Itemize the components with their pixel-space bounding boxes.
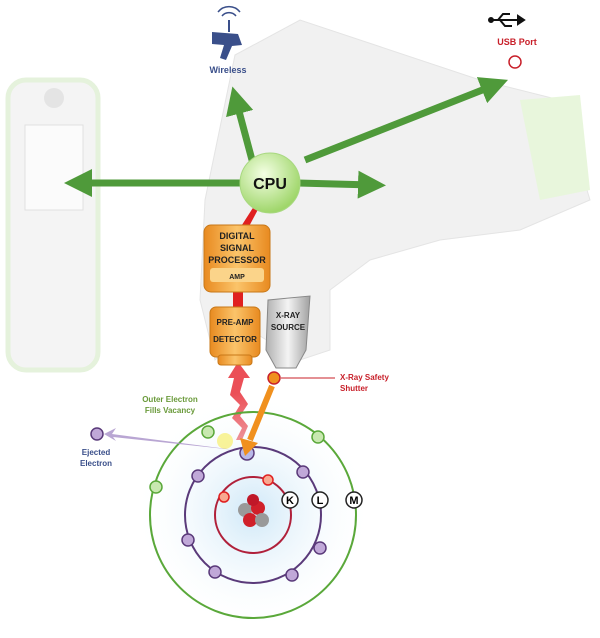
usb-port-label: USB Port — [497, 37, 537, 47]
detector-label: DETECTOR — [213, 335, 257, 344]
outer-electron-label-1: Outer Electron — [142, 395, 198, 404]
m-electrons — [149, 425, 325, 494]
dsp-label-1: DIGITAL — [219, 231, 255, 241]
nucleus — [238, 494, 269, 527]
xray-beam — [247, 384, 275, 442]
ejected-label-1: Ejected — [82, 448, 111, 457]
xray-label-2: SOURCE — [271, 323, 306, 332]
usb-icon — [488, 13, 526, 27]
xray-beam-head — [240, 438, 258, 456]
k-electrons — [218, 474, 274, 503]
shell-m-label: M — [349, 495, 358, 507]
arrow-to-handle — [297, 170, 386, 199]
preamp-label: PRE-AMP — [217, 318, 255, 327]
fluorescence-flash — [217, 433, 233, 449]
l-electrons — [181, 445, 327, 582]
orbit-k — [214, 476, 292, 554]
wireless-antenna-icon — [212, 5, 242, 60]
wireless-label: Wireless — [210, 65, 247, 75]
cpu-label: CPU — [253, 176, 287, 193]
digital-signal-processor: DIGITAL SIGNAL PROCESSOR AMP — [203, 224, 271, 293]
analyzer-gun-body — [5, 19, 591, 373]
ejected-label-2: Electron — [80, 459, 112, 468]
arrow-to-usb — [303, 77, 509, 164]
ejected-electron — [90, 427, 104, 441]
arrow-preamp-to-dsp — [233, 292, 243, 312]
shutter-label-2: Shutter — [340, 384, 368, 393]
xray-source: X-RAY SOURCE — [265, 295, 311, 369]
shell-l-label: L — [317, 495, 324, 507]
shutter-label-1: X-Ray Safety — [340, 373, 389, 382]
amp-label: AMP — [229, 274, 245, 281]
detector: PRE-AMP DETECTOR — [209, 306, 261, 366]
shell-labels: K L M — [281, 491, 363, 509]
outer-electron-label-2: Fills Vacancy — [145, 406, 196, 415]
cpu-node — [239, 152, 301, 214]
shell-k-label: K — [286, 495, 294, 507]
dsp-label-2: SIGNAL — [220, 243, 255, 253]
arrow-to-wireless — [226, 86, 256, 161]
dsp-label-3: PROCESSOR — [208, 255, 266, 265]
usb-port-marker — [508, 55, 522, 69]
atom-model — [90, 392, 373, 632]
data-arrows — [64, 77, 509, 199]
safety-shutter — [267, 371, 281, 385]
orbit-m — [149, 411, 357, 619]
xray-label-1: X-RAY — [276, 311, 301, 320]
